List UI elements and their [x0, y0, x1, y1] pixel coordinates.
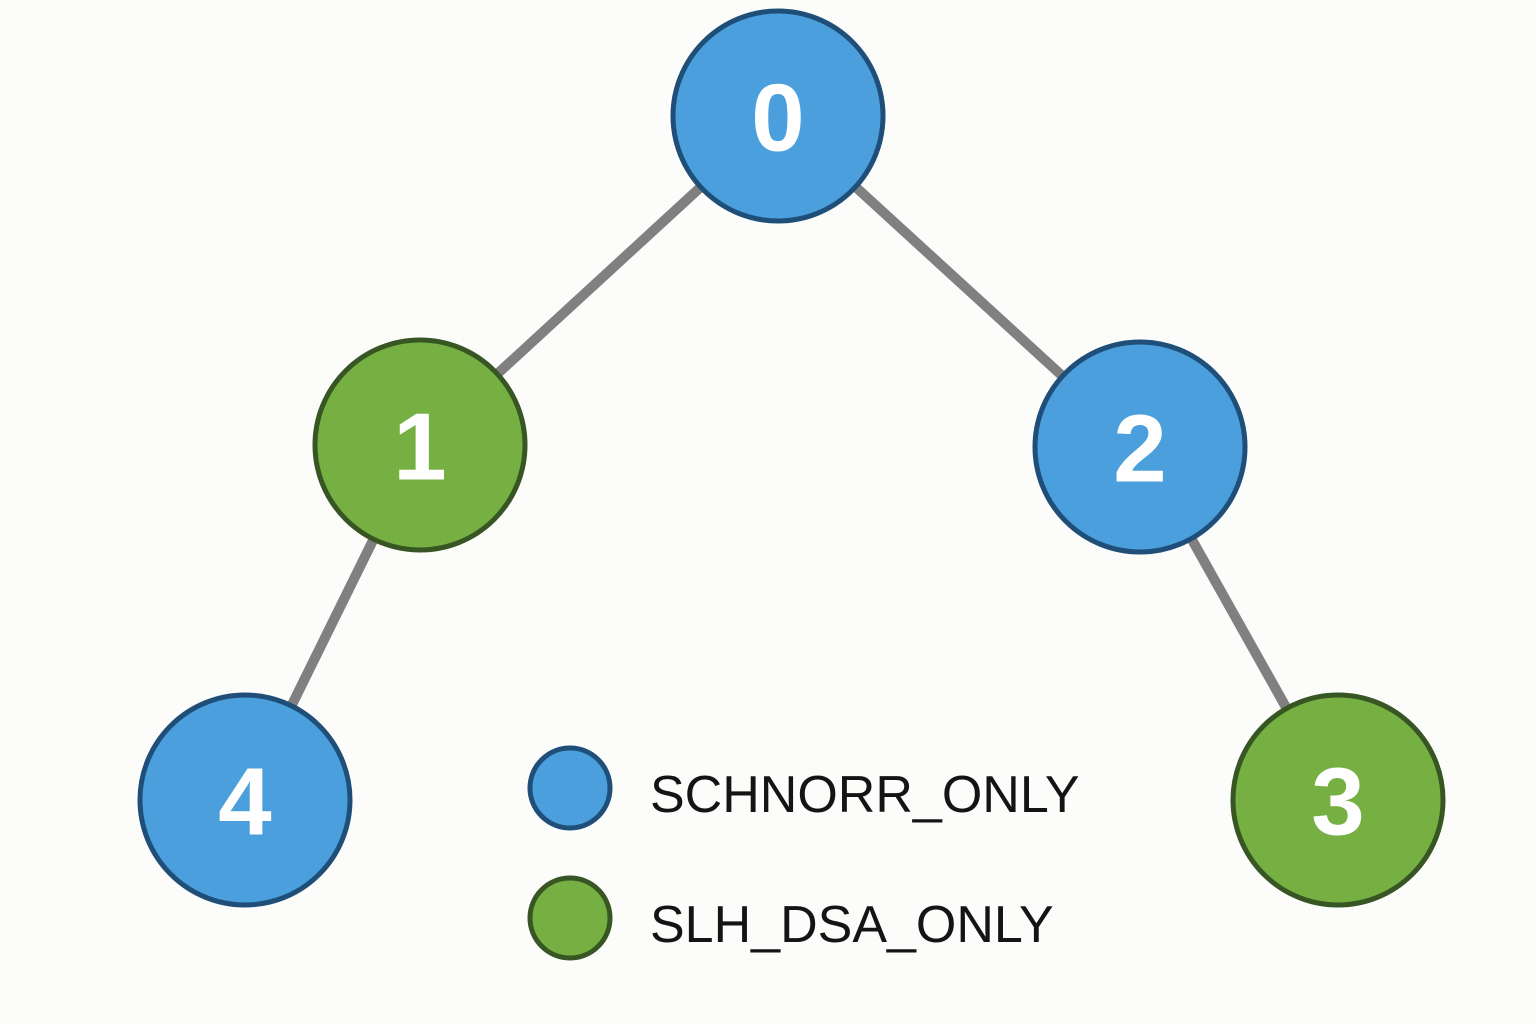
legend-label: SLH_DSA_ONLY	[650, 896, 1054, 954]
nodes-layer: 0 1 2 3 4	[137, 8, 1446, 908]
node-circle[interactable]	[1230, 692, 1446, 908]
node-circle[interactable]	[137, 692, 353, 908]
node-label: 2	[1113, 396, 1166, 503]
graph-node-0[interactable]: 0	[670, 8, 886, 224]
node-label: 3	[1311, 749, 1364, 856]
legend-item-1: SLH_DSA_ONLY	[527, 875, 1054, 961]
legend-swatch	[527, 745, 613, 831]
legend-label: SCHNORR_ONLY	[650, 766, 1080, 824]
legend-layer: SCHNORR_ONLY SLH_DSA_ONLY	[527, 745, 1080, 961]
graph-node-2[interactable]: 2	[1032, 339, 1248, 555]
node-circle[interactable]	[670, 8, 886, 224]
legend-item-0: SCHNORR_ONLY	[527, 745, 1080, 831]
node-circle[interactable]	[1032, 339, 1248, 555]
graph-node-4[interactable]: 4	[137, 692, 353, 908]
legend-swatch	[527, 875, 613, 961]
graph-node-1[interactable]: 1	[312, 337, 528, 553]
node-label: 4	[218, 749, 271, 856]
node-label: 1	[393, 394, 446, 501]
graph-node-3[interactable]: 3	[1230, 692, 1446, 908]
node-label: 0	[751, 65, 804, 172]
node-circle[interactable]	[312, 337, 528, 553]
